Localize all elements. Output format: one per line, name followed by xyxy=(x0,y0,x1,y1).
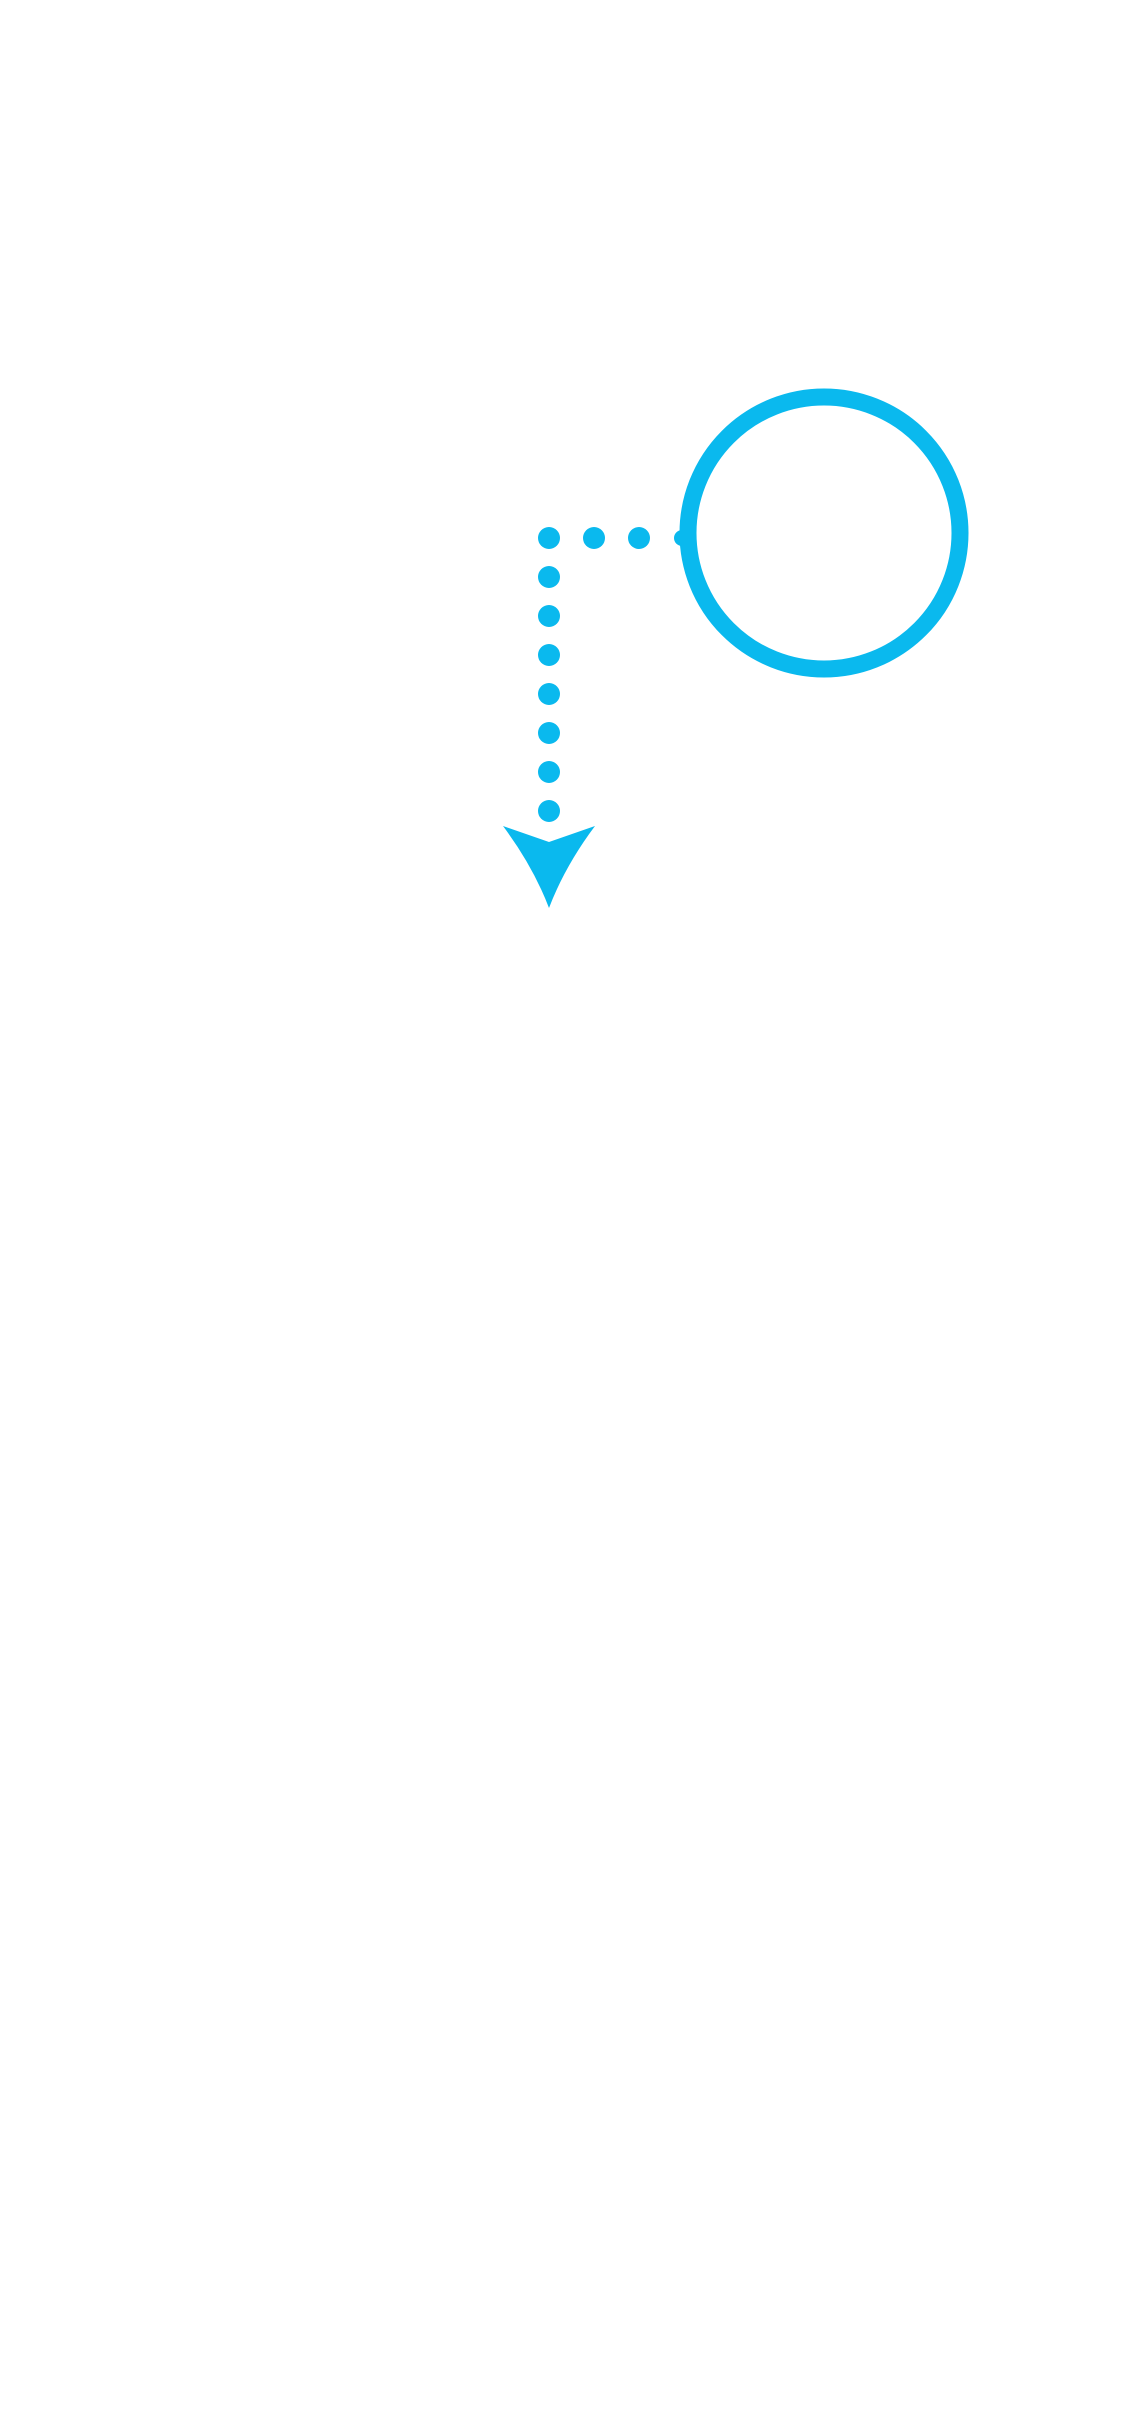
path-dot xyxy=(538,566,560,588)
dotted-path xyxy=(538,527,690,822)
path-dot xyxy=(538,683,560,705)
arrow-down-icon xyxy=(503,826,595,908)
path-dot xyxy=(538,761,560,783)
path-dot xyxy=(538,605,560,627)
path-dot xyxy=(628,527,650,549)
touch-target-ring xyxy=(679,388,969,678)
path-dot xyxy=(583,527,605,549)
path-dot xyxy=(538,644,560,666)
path-dot xyxy=(538,722,560,744)
path-dot xyxy=(538,527,560,549)
path-dot xyxy=(538,800,560,822)
